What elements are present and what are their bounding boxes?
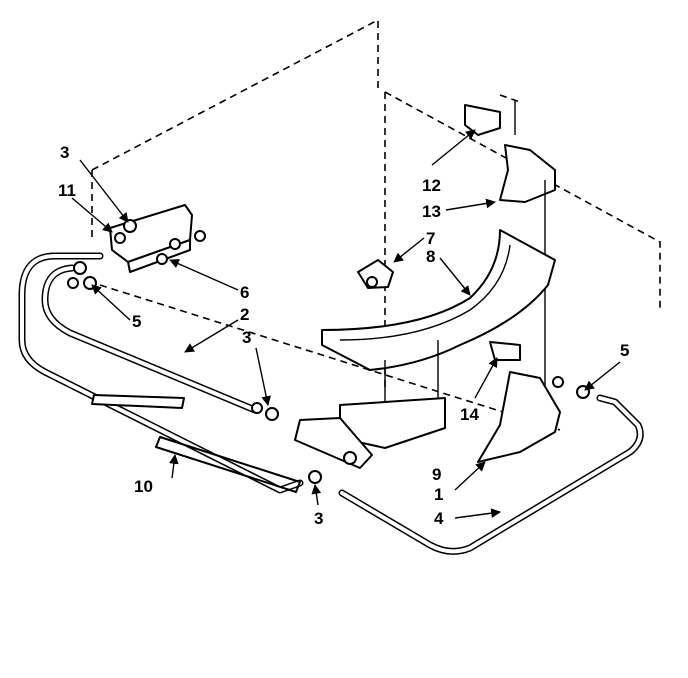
callout-4: 4 (434, 509, 444, 528)
left-bracket (67, 204, 206, 290)
valve (357, 259, 394, 289)
callout-11: 11 (58, 181, 76, 200)
water-tubes (18, 252, 644, 555)
front-block (251, 397, 446, 484)
callout-9: 9 (432, 465, 441, 484)
callout-5-right: 5 (620, 341, 629, 360)
callout-8: 8 (426, 247, 435, 266)
callouts: 3 11 6 5 2 3 12 13 7 8 5 14 9 1 4 10 3 (58, 143, 629, 528)
callout-3-top-left: 3 (60, 143, 69, 162)
cabinet-outline (91, 18, 661, 431)
callout-6: 6 (240, 283, 249, 302)
right-bracket (477, 341, 590, 463)
callout-3-bottom: 3 (314, 509, 323, 528)
callout-2: 2 (240, 305, 249, 324)
callout-1: 1 (434, 485, 443, 504)
callout-13: 13 (422, 202, 441, 221)
callout-12: 12 (422, 176, 441, 195)
callout-7: 7 (426, 229, 435, 248)
callout-10: 10 (134, 477, 153, 496)
callout-3-middle: 3 (242, 328, 251, 347)
callout-14: 14 (460, 405, 479, 424)
drain-tray (321, 229, 556, 425)
leader-lines (71, 129, 621, 519)
callout-5-left: 5 (132, 312, 141, 331)
